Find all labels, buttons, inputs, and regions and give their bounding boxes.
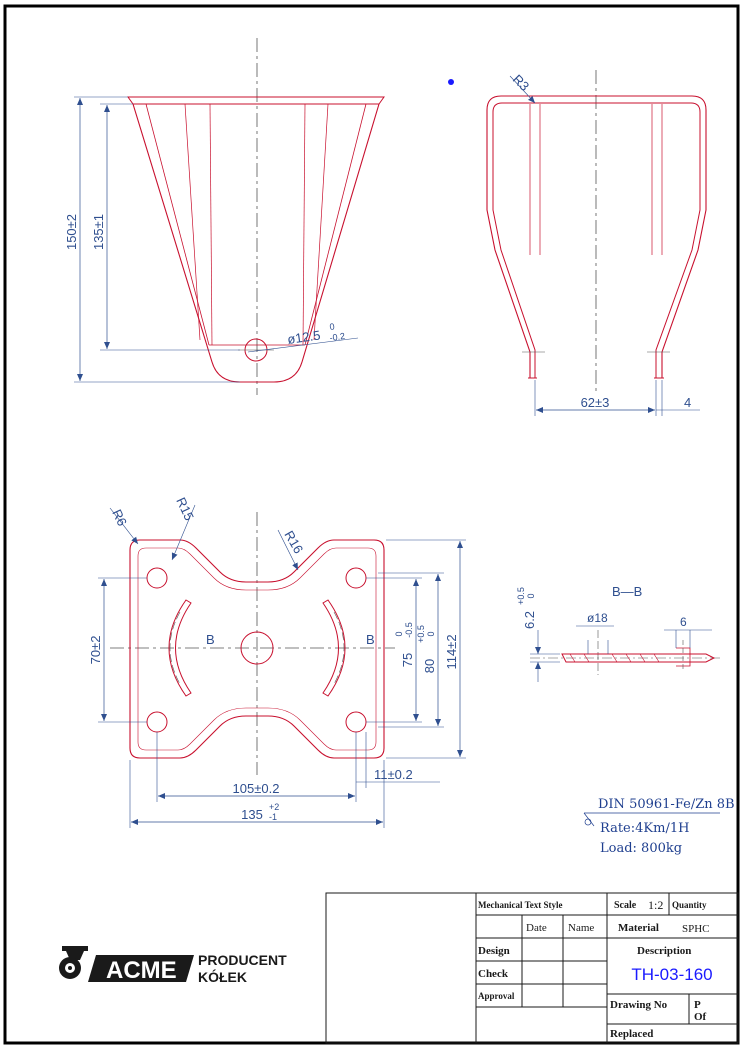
plan-view: R6 R15 R16 B B 70±2 75 0 -0.5 80 +0.5 0 …: [88, 495, 466, 828]
section-title: B—B: [612, 584, 642, 599]
dim-height-inner: 135±1: [91, 214, 106, 250]
tb-date-label: Date: [526, 922, 547, 934]
note-load: Load: 800kg: [600, 841, 682, 856]
logo-badge: [88, 955, 194, 982]
tb-material-value: SPHC: [682, 923, 710, 935]
dim-80-tol-lower: 0: [426, 631, 436, 636]
marker-dot: [448, 79, 454, 85]
notes: DIN 50961-Fe/Zn 8B Rate:4Km/1H Load: 800…: [583, 797, 735, 856]
logo-line1: PRODUCENT: [198, 952, 287, 968]
dim-hole-tol-lower: -0.2: [329, 331, 346, 343]
surface-symbol-icon: [584, 818, 592, 826]
tb-drawing-no-label: Drawing No: [610, 999, 668, 1011]
logo-line2: KÓŁEK: [198, 968, 247, 985]
dim-75-tol-lower: -0.5: [404, 622, 414, 638]
section-dim-6: 6: [680, 615, 687, 629]
dim-11: 11±0.2: [374, 767, 413, 782]
dim-75-tol-upper: 0: [394, 631, 404, 636]
dim-75: 75: [400, 653, 415, 667]
tb-scale-value: 1:2: [648, 898, 663, 912]
tb-name-label: Name: [568, 922, 594, 934]
note-rate: Rate:4Km/1H: [600, 821, 689, 836]
dim-80-tol-upper: +0.5: [416, 625, 426, 643]
section-dim-hole: ø18: [587, 611, 608, 625]
logo-brand: ACME: [106, 957, 177, 984]
company-logo: ACME PRODUCENT KÓŁEK: [59, 946, 287, 985]
section-mark-right: B: [366, 632, 375, 647]
section-mark-left: B: [206, 632, 215, 647]
section-dim-6-2-tol-upper: +0.5: [516, 587, 526, 605]
title-block: [325, 892, 739, 1044]
tb-mechanical-text-style: Mechanical Text Style: [478, 900, 563, 910]
tb-approval-label: Approval: [478, 991, 515, 1001]
note-finish: DIN 50961-Fe/Zn 8B: [598, 797, 735, 812]
dim-width-62: 62±3: [581, 395, 610, 410]
dim-hole: ø12.5: [286, 327, 321, 346]
dim-80: 80: [422, 659, 437, 673]
tb-quantity-label: Quantity: [672, 900, 707, 910]
dim-radius-r16: R16: [281, 528, 306, 556]
dim-hole-tol-upper: 0: [329, 321, 335, 332]
section-view: B—B 6.2 +0.5 0 ø18 6: [516, 584, 722, 682]
tb-p-label: P: [694, 999, 701, 1011]
dim-thickness-4: 4: [684, 395, 691, 410]
tb-check-label: Check: [478, 968, 509, 980]
dim-70: 70±2: [88, 636, 103, 665]
tb-of-label: Of: [694, 1011, 707, 1023]
dim-radius-r3: R3: [510, 72, 532, 94]
caster-icon: [59, 946, 88, 979]
tb-part-number: TH-03-160: [631, 965, 712, 984]
front-view: 150±2 135±1 ø12.5 0 -0.2: [64, 38, 385, 395]
tb-replaced-label: Replaced: [610, 1028, 653, 1040]
side-view: R3 62±3 4: [486, 70, 707, 416]
dim-radius-r15: R15: [173, 495, 197, 523]
dim-135-tol-upper: +2: [269, 802, 279, 812]
dim-105: 105±0.2: [233, 781, 280, 796]
section-dim-6-2-tol-lower: 0: [526, 593, 536, 598]
dim-114: 114±2: [444, 634, 459, 669]
tb-material-label: Material: [618, 922, 659, 934]
tb-description-label: Description: [637, 945, 691, 957]
section-dim-6-2: 6.2: [522, 611, 537, 629]
tb-scale-label: Scale: [614, 900, 637, 911]
dim-height-outer: 150±2: [64, 214, 79, 250]
dim-135-tol-lower: -1: [269, 812, 277, 822]
dim-135: 135: [241, 807, 263, 822]
dim-radius-r6: R6: [109, 507, 130, 528]
tb-design-label: Design: [478, 945, 510, 957]
